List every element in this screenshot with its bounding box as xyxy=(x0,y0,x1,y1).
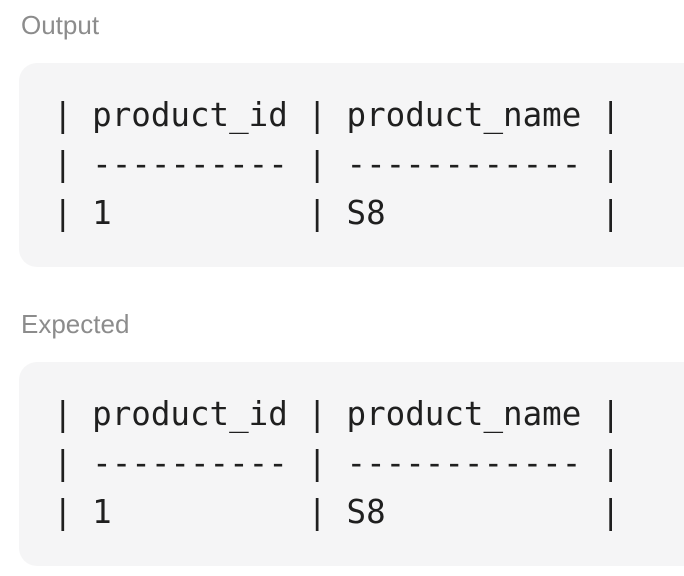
output-table-text: | product_id | product_name | | ---------… xyxy=(53,91,620,238)
expected-label: Expected xyxy=(21,309,130,339)
output-line-separator: | ---------- | ------------ | xyxy=(53,145,621,183)
expected-line-header: | product_id | product_name | xyxy=(53,395,621,433)
expected-table-text: | product_id | product_name | | ---------… xyxy=(53,390,620,537)
output-line-header: | product_id | product_name | xyxy=(53,96,621,134)
expected-code-block: | product_id | product_name | | ---------… xyxy=(19,362,684,566)
output-line-row: | 1 | S8 | xyxy=(53,194,621,232)
expected-line-row: | 1 | S8 | xyxy=(53,493,621,531)
expected-line-separator: | ---------- | ------------ | xyxy=(53,444,621,482)
output-code-block: | product_id | product_name | | ---------… xyxy=(19,63,684,267)
output-label: Output xyxy=(21,10,100,40)
